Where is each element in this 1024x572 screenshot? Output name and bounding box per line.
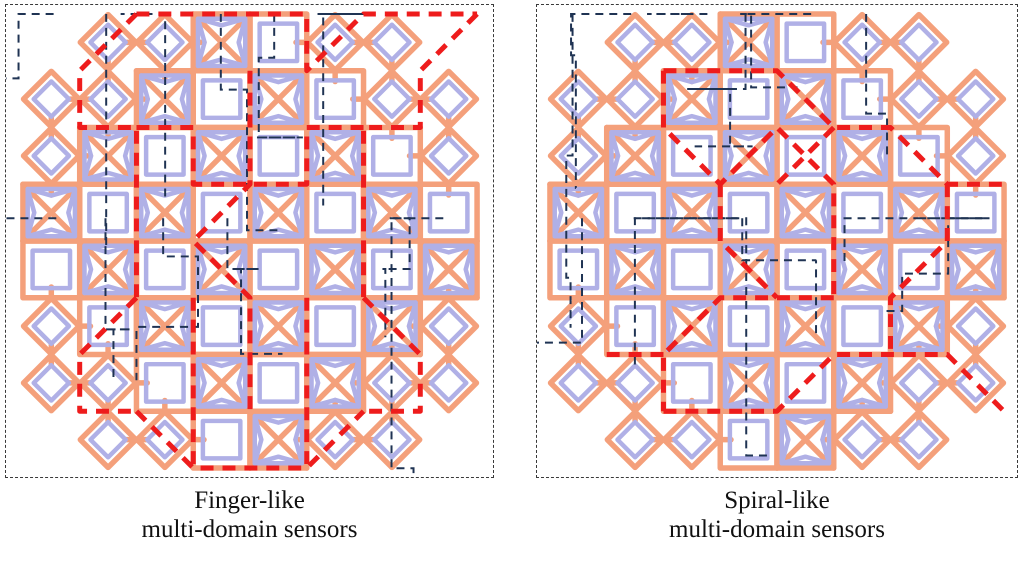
caption-line-2: multi-domain sensors (669, 516, 885, 543)
caption-finger-like: Finger-like multi-domain sensors (5, 486, 494, 544)
caption-spiral-like: Spiral-like multi-domain sensors (536, 486, 1018, 544)
caption-line-1: Spiral-like (724, 487, 830, 514)
panel-spiral-like (536, 4, 1018, 478)
domain-boundaries-left (77, 11, 479, 471)
caption-line-2: multi-domain sensors (141, 516, 358, 543)
sensor-traces-right (537, 12, 990, 457)
caption-line-1: Finger-like (194, 487, 305, 514)
orange-lattice-right (547, 11, 1007, 471)
domain-boundaries-right (606, 68, 1006, 414)
lavender-motifs-right (552, 16, 1002, 466)
lavender-motifs-left (25, 16, 475, 466)
panel-finger-like (5, 4, 494, 478)
lattice-diagram-finger-like (6, 11, 480, 477)
lattice-diagram-spiral-like (537, 11, 1007, 471)
sensor-traces-left (6, 12, 444, 477)
